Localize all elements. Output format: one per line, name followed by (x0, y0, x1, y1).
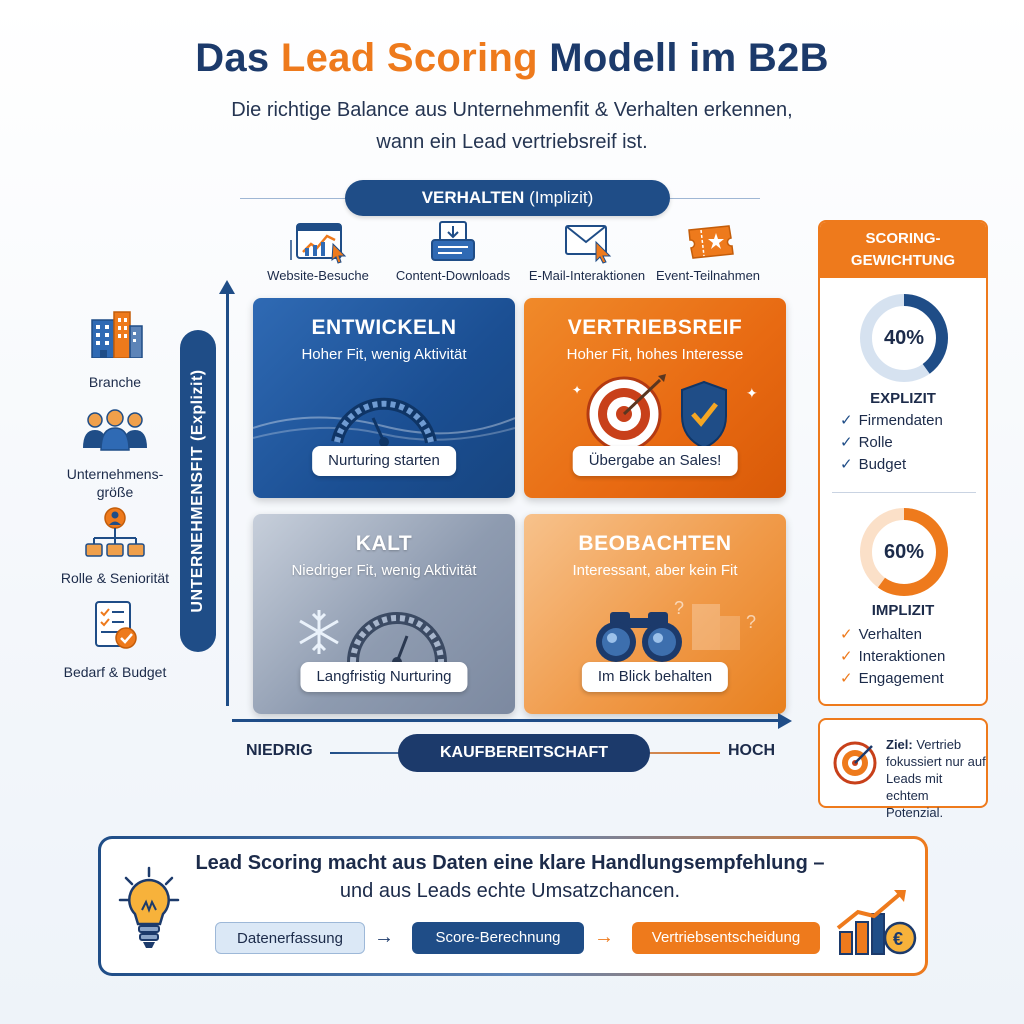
svg-text:?: ? (674, 598, 684, 618)
growth-chart-icon: € (836, 890, 917, 955)
quadrant-subtitle: Hoher Fit, hohes Interesse (566, 346, 744, 363)
quadrant-develop: ENTWICKELN Hoher Fit, wenig Aktivität Nu… (253, 298, 515, 498)
readiness-low-label: NIEDRIG (246, 742, 313, 759)
speedometer-icon (253, 397, 515, 447)
goal-box: Ziel: Vertrieb fokussiert nur auf Leads … (818, 718, 988, 820)
arrow-right-icon: → (594, 926, 614, 948)
fit-item-industry: Branche (40, 308, 190, 391)
page-title: Das Lead Scoring Modell im B2B (195, 36, 829, 80)
lightbulb-icon (118, 866, 180, 948)
implicit-list: ✓Verhalten ✓Interaktionen ✓Engagement (840, 624, 945, 690)
weight-divider (832, 492, 976, 493)
list-item: ✓Verhalten (840, 626, 922, 643)
org-chart-icon (85, 507, 145, 557)
list-item: ✓Rolle (840, 434, 893, 451)
fit-axis-label: UNTERNEHMENSFIT (Explizit) (180, 330, 216, 652)
readiness-axis-line (232, 719, 780, 722)
quadrant-title: BEOBACHTEN (578, 532, 732, 555)
svg-text:?: ? (746, 612, 756, 632)
explicit-label: EXPLIZIT (870, 390, 936, 407)
arrow-right-icon: → (374, 926, 394, 948)
behavior-item-events: Event-Teilnahmen (633, 220, 783, 283)
subtitle-line-2: wann ein Lead vertriebsreif ist. (376, 131, 648, 153)
quadrant-subtitle: Niedriger Fit, wenig Aktivität (291, 562, 477, 579)
download-document-icon (431, 221, 475, 261)
quadrant-title: KALT (355, 532, 413, 555)
svg-text:✦: ✦ (746, 385, 758, 401)
long-term-nurturing-button[interactable]: Langfristig Nurturing (300, 662, 468, 692)
page-subtitle: Die richtige Balance aus Unternehmenfit … (130, 94, 894, 158)
title-accent: Lead Scoring (280, 36, 538, 80)
behavior-item-website: Website-Besuche (243, 220, 393, 283)
fit-axis-arrow (219, 280, 235, 294)
fit-axis-line (226, 288, 229, 706)
subtitle-line-1: Die richtige Balance aus Unternehmenfit … (231, 99, 793, 121)
email-click-icon (565, 225, 612, 264)
keep-watching-button[interactable]: Im Blick behalten (581, 662, 729, 692)
goal-text: Ziel: Vertrieb fokussiert nur auf Leads … (886, 737, 986, 820)
list-item: ✓Engagement (840, 670, 944, 687)
quadrant-subtitle: Hoher Fit, wenig Aktivität (301, 346, 467, 363)
quadrant-title: VERTRIEBSREIF (567, 316, 743, 339)
explicit-donut: 40% (856, 290, 952, 386)
explicit-percent: 40% (883, 327, 925, 349)
readiness-axis-label: KAUFBEREITSCHAFT (398, 734, 650, 772)
quadrant-cold: KALT Niedriger Fit, wenig Aktivität Lang… (253, 514, 515, 714)
target-icon (833, 741, 877, 785)
behavior-axis-label: VERHALTEN (Implizit) (345, 180, 670, 216)
readiness-axis-arrow (778, 713, 792, 729)
implicit-percent: 60% (883, 541, 925, 563)
scoring-weight-panel: SCORING- GEWICHTUNG 40% EXPLIZIT ✓Firmen… (818, 220, 988, 706)
fit-item-role: Rolle & Seniorität (40, 506, 190, 587)
explicit-donut-chart (860, 294, 948, 382)
summary-line-1: Lead Scoring macht aus Daten eine klare … (195, 852, 825, 874)
step-score-calculation: Score-Berechnung (412, 922, 584, 954)
explicit-list: ✓Firmendaten ✓Rolle ✓Budget (840, 410, 943, 476)
behavior-item-email: E-Mail-Interaktionen (512, 220, 662, 283)
event-ticket-icon (688, 225, 734, 259)
implicit-donut-chart (860, 508, 948, 596)
quadrant-subtitle: Interessant, aber kein Fit (572, 562, 738, 579)
buildings-icon (91, 311, 143, 359)
people-group-icon (83, 409, 147, 451)
fit-item-budget: Bedarf & Budget (40, 598, 190, 681)
fit-item-company-size: Unternehmens-größe (40, 408, 190, 501)
summary-line-2: und aus Leads echte Umsatzchancen. (339, 880, 681, 902)
weight-panel-title: SCORING- GEWICHTUNG (820, 222, 986, 278)
list-item: ✓Budget (840, 456, 907, 473)
target-shield-icon: ✦ ✦ (572, 374, 758, 452)
list-item: ✓Firmendaten (840, 412, 943, 429)
handover-sales-button[interactable]: Übergabe an Sales! (572, 446, 738, 476)
list-item: ✓Interaktionen (840, 648, 946, 665)
readiness-high-label: HOCH (728, 742, 776, 759)
checklist-icon (95, 601, 137, 649)
snowflake-gauge-icon (299, 610, 447, 667)
implicit-label: IMPLIZIT (871, 602, 935, 619)
quadrant-title: ENTWICKELN (311, 316, 457, 339)
step-data-collection: Datenerfassung (215, 922, 365, 954)
svg-text:€: € (893, 929, 903, 949)
binoculars-icon: ? ? (596, 598, 756, 662)
browser-chart-icon (290, 223, 347, 264)
quadrant-sales-ready: VERTRIEBSREIF Hoher Fit, hohes Interesse… (524, 298, 786, 498)
svg-text:✦: ✦ (572, 383, 582, 397)
nurturing-start-button[interactable]: Nurturing starten (312, 446, 456, 476)
quadrant-watch: BEOBACHTEN Interessant, aber kein Fit ? … (524, 514, 786, 714)
implicit-donut: 60% (856, 504, 952, 600)
step-sales-decision: Vertriebsentscheidung (632, 922, 820, 954)
behavior-item-downloads: Content-Downloads (378, 220, 528, 283)
